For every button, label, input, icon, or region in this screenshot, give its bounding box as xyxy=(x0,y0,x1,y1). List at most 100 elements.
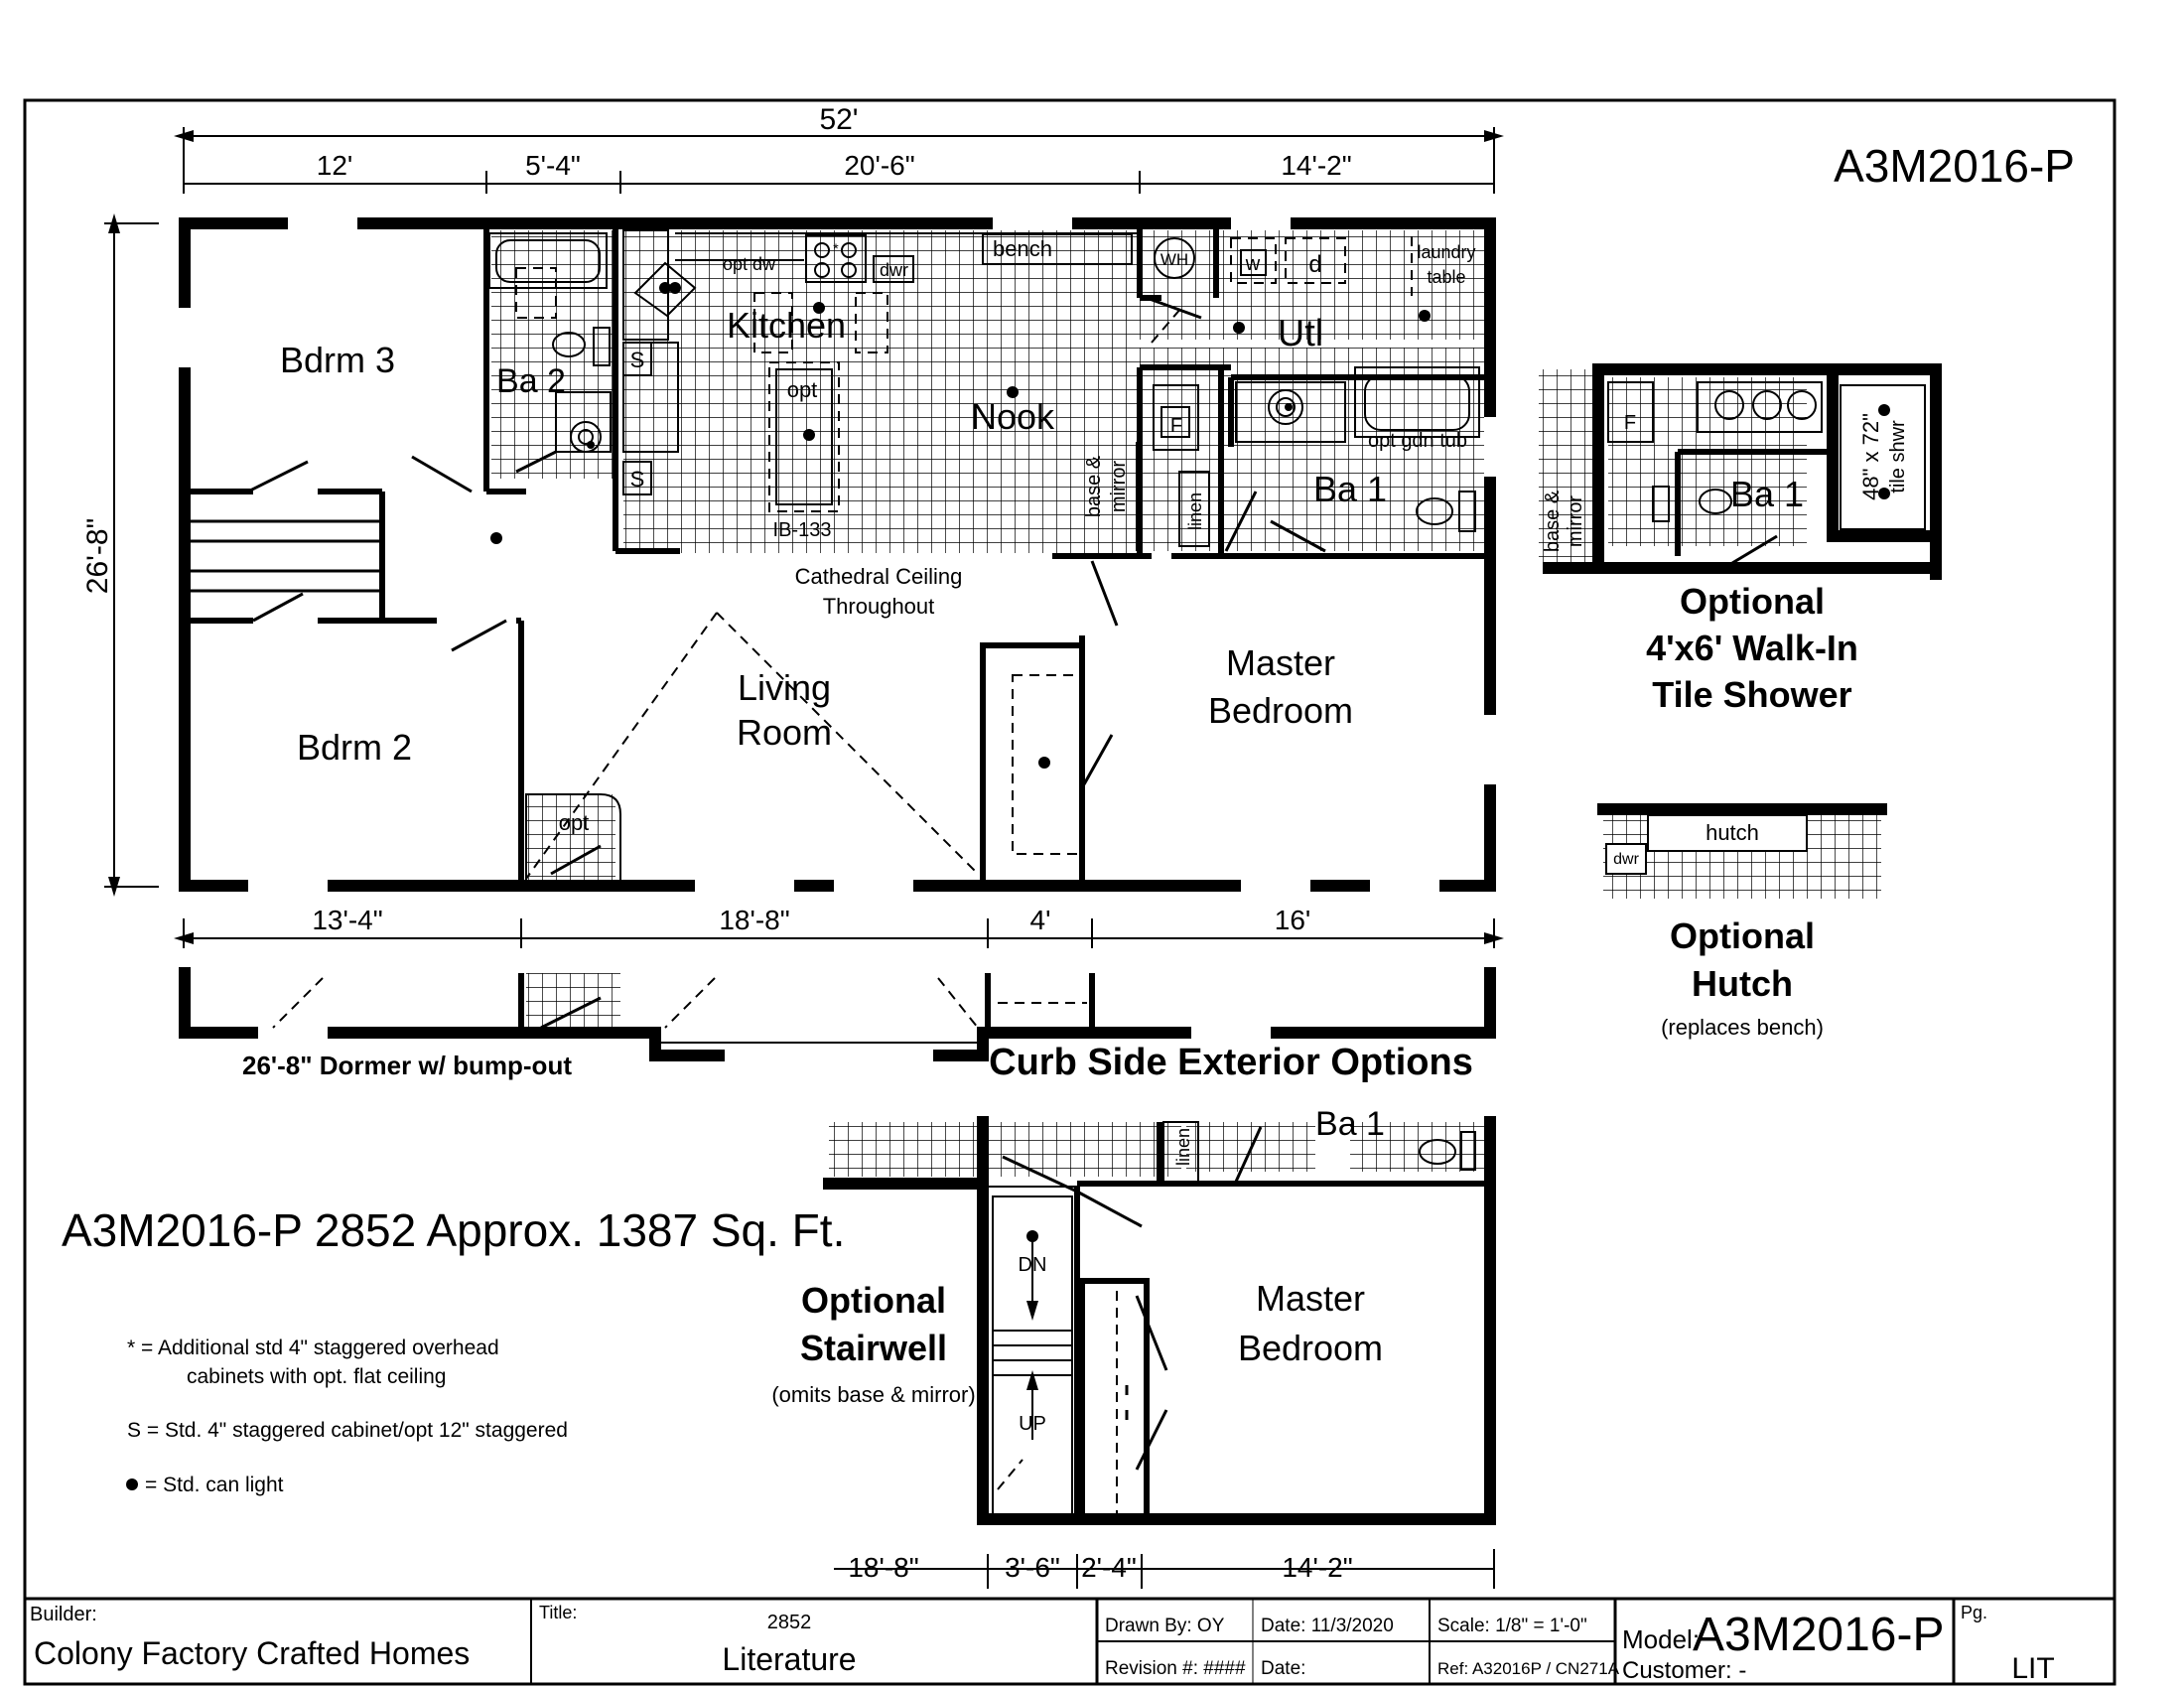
label-opt-entry: opt xyxy=(559,810,590,835)
label-up: UP xyxy=(1019,1413,1046,1435)
scale: Scale: 1/8" = 1'-0" xyxy=(1437,1616,1587,1636)
label-utl: Utl xyxy=(1278,313,1323,354)
dim-bottom-2: 18'-8" xyxy=(719,905,789,935)
dim-top-2: 5'-4" xyxy=(525,150,581,181)
builder-label: Builder: xyxy=(30,1604,97,1625)
note-s: S = Std. 4" staggered cabinet/opt 12" st… xyxy=(127,1419,568,1442)
bottom-dimensions: 13'-4" 18'-8" 4' 16' xyxy=(174,905,1504,948)
label-opt-dw: opt dw xyxy=(723,254,776,274)
dim-stair-1: 18'-8" xyxy=(848,1552,918,1583)
kitchen-sink xyxy=(633,261,697,318)
title-text: Literature xyxy=(722,1641,856,1677)
model-value: A3M2016-P xyxy=(1693,1609,1944,1661)
label-shower-dims: 48" x 72" xyxy=(1858,413,1883,500)
dim-top-4: 14'-2" xyxy=(1281,150,1351,181)
page-label: Pg. xyxy=(1961,1603,1987,1622)
label-shower-furnace: F xyxy=(1624,412,1636,434)
dim-depth: 26'-8" xyxy=(81,518,114,594)
label-bdrm2: Bdrm 2 xyxy=(297,727,412,768)
revision-date: Date: xyxy=(1261,1658,1305,1679)
dim-top-3: 20'-6" xyxy=(844,150,914,181)
label-master-1: Master xyxy=(1226,642,1335,683)
label-stair-master-1: Master xyxy=(1256,1278,1365,1319)
label-tile-shwr: tile shwr xyxy=(1887,420,1909,493)
optional-hutch-detail: hutch dwr Optional Hutch (replaces bench… xyxy=(1597,803,1887,1040)
label-laundry-1: laundry xyxy=(1417,242,1475,262)
reference: Ref: A32016P / CN271A xyxy=(1437,1659,1620,1678)
entry-tile xyxy=(526,794,615,884)
label-base-mirror-2: mirror xyxy=(1108,461,1130,513)
label-dwr: dwr xyxy=(880,260,908,280)
optional-stairwell-detail: linen Ba 1 DN UP Master Bedroom Optional… xyxy=(771,1105,1496,1589)
s-cabinet-2: S xyxy=(630,467,645,492)
label-laundry-2: table xyxy=(1427,267,1465,287)
dim-stair-2: 3'-6" xyxy=(1005,1552,1060,1583)
optional-shower-detail: 48" x 72" tile shwr F Ba 1 base & mirror… xyxy=(1539,363,1942,715)
label-kitchen: Kitchen xyxy=(727,305,846,346)
note-star-2: cabinets with opt. flat ceiling xyxy=(187,1365,446,1388)
utility-tile xyxy=(1140,230,1484,340)
label-dn: DN xyxy=(1019,1254,1047,1276)
label-ba1: Ba 1 xyxy=(1313,469,1387,509)
can-light-icon xyxy=(126,1478,138,1490)
dim-bottom-3: 4' xyxy=(1030,905,1051,935)
opt-garden-tub xyxy=(1354,366,1480,438)
shower-title-2: 4'x6' Walk-In xyxy=(1646,628,1858,668)
stair-note: (omits base & mirror) xyxy=(771,1382,975,1407)
note-light: = Std. can light xyxy=(145,1474,284,1496)
label-stair-ba1: Ba 1 xyxy=(1315,1105,1385,1143)
label-bdrm3: Bdrm 3 xyxy=(280,340,395,380)
kitchen-nook-tile xyxy=(623,230,1140,553)
draw-date: Date: 11/3/2020 xyxy=(1261,1616,1394,1636)
plan-summary: A3M2016-P 2852 Approx. 1387 Sq. Ft. xyxy=(62,1204,845,1256)
label-washer: w xyxy=(1245,253,1261,275)
label-ceiling-1: Cathedral Ceiling xyxy=(795,564,963,589)
opt-island xyxy=(768,361,840,512)
customer: Customer: - xyxy=(1622,1657,1746,1684)
label-shower-base-1: base & xyxy=(1542,490,1564,552)
water-heater xyxy=(1154,237,1195,279)
label-hutch: hutch xyxy=(1706,820,1759,845)
label-furnace: F xyxy=(1170,415,1182,437)
label-shower-ba1: Ba 1 xyxy=(1730,474,1804,514)
label-living-1: Living xyxy=(738,667,831,708)
label-curb-side: Curb Side Exterior Options xyxy=(989,1042,1473,1083)
label-linen: linen xyxy=(1185,492,1205,530)
note-star-1: * = Additional std 4" staggered overhead xyxy=(127,1336,499,1359)
label-dormer: 26'-8" Dormer w/ bump-out xyxy=(242,1051,572,1080)
sheet-border xyxy=(23,98,2116,1686)
label-dryer: d xyxy=(1308,251,1321,278)
label-base-mirror-1: base & xyxy=(1083,455,1105,517)
label-nook: Nook xyxy=(971,396,1055,437)
label-ceiling-2: Throughout xyxy=(823,594,935,619)
label-stair-master-2: Bedroom xyxy=(1238,1328,1383,1368)
stair-title-1: Optional xyxy=(801,1280,946,1321)
curb-side-strip: 26'-8" Dormer w/ bump-out Curb Side Exte… xyxy=(179,967,1496,1083)
page-value: LIT xyxy=(2011,1652,2054,1685)
hutch-title-1: Optional xyxy=(1670,915,1815,956)
revision: Revision #: #### xyxy=(1105,1658,1246,1679)
dim-overall-width: 52' xyxy=(819,103,858,136)
drawn-by: Drawn By: OY xyxy=(1105,1616,1225,1636)
title-block: Builder: Colony Factory Crafted Homes Ti… xyxy=(25,1597,2115,1685)
dim-stair-4: 14'-2" xyxy=(1282,1552,1352,1583)
hutch-note: (replaces bench) xyxy=(1661,1015,1824,1040)
stair-title-2: Stairwell xyxy=(800,1328,947,1368)
depth-dimension: 26'-8" xyxy=(81,213,159,897)
legend-notes: * = Additional std 4" staggered overhead… xyxy=(126,1336,568,1496)
label-ba2: Ba 2 xyxy=(496,362,566,400)
hutch-title-2: Hutch xyxy=(1692,963,1793,1004)
main-floor-plan: Ba 2 S S opt dw * dwr bench opt IB-133 K… xyxy=(179,217,1496,892)
shower-title-3: Tile Shower xyxy=(1652,674,1851,715)
label-shower-base-2: mirror xyxy=(1565,495,1586,548)
label-master-2: Bedroom xyxy=(1208,690,1353,731)
title-number: 2852 xyxy=(767,1612,812,1633)
label-hutch-dwr: dwr xyxy=(1613,851,1639,868)
label-opt-gdn-tub: opt gdn tub xyxy=(1368,430,1467,452)
svg-text:*: * xyxy=(833,240,839,256)
range xyxy=(805,234,867,283)
master-closet xyxy=(980,642,1085,887)
shower-title-1: Optional xyxy=(1680,581,1825,622)
top-dimensions: 52' 12' 5'-4" 20'-6" 14'-2" xyxy=(174,103,1504,194)
